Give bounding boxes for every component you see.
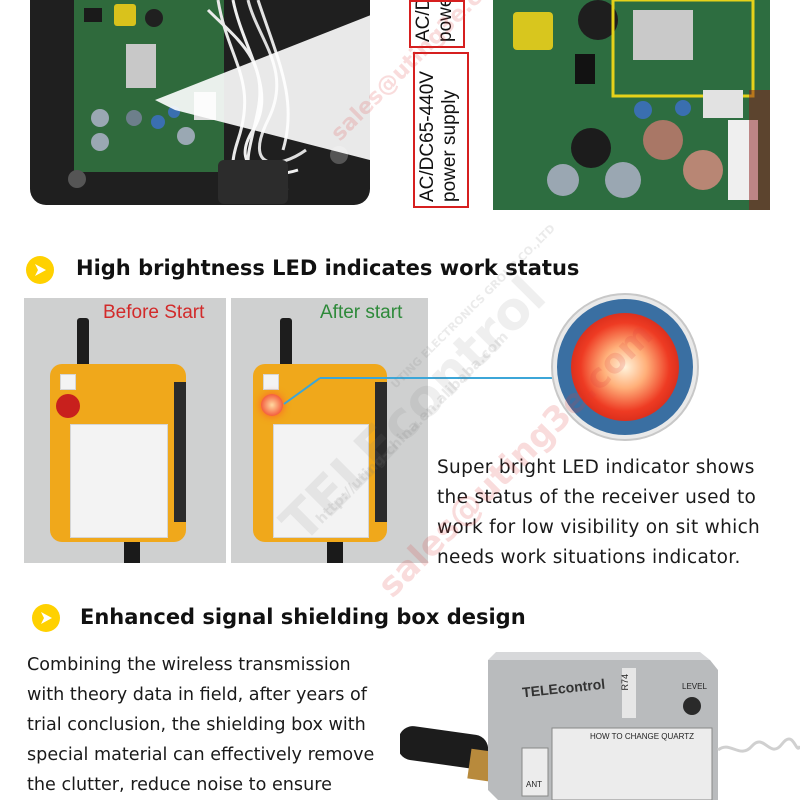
remote-cable (124, 542, 140, 563)
led-description-line: needs work situations indicator. (437, 547, 741, 568)
small-sticker (263, 374, 279, 390)
led-description-line: the status of the receiver used to (437, 487, 757, 508)
led-closeup-photo (553, 295, 697, 439)
power-label-line1: AC/DC65-440V (417, 71, 438, 202)
led-indicator-off (56, 394, 80, 418)
arrow-bullet-icon (26, 256, 54, 284)
led-indicator-on (261, 394, 283, 416)
instruction-sticker (273, 424, 369, 538)
shield-description-line: with theory data in field, after years o… (27, 685, 367, 705)
shield-description-line: Combining the wireless transmission (27, 655, 351, 675)
led-description: Super bright LED indicator shows the sta… (437, 453, 760, 573)
arrow-bullet-icon (32, 604, 60, 632)
antenna (77, 318, 89, 372)
instruction-sticker (70, 424, 168, 538)
led-glow (571, 313, 679, 421)
remote-side (174, 382, 186, 522)
remote-side (375, 382, 387, 522)
cable-gland (218, 160, 288, 204)
screw-icon (68, 170, 86, 188)
shield-description: Combining the wireless transmission with… (27, 650, 374, 800)
before-start-label: Before Start (103, 302, 205, 323)
pcb-zoom-photo (493, 0, 770, 210)
box-ant-text: ANT (526, 780, 542, 789)
after-start-label: After start (320, 302, 403, 323)
box-level-text: LEVEL (682, 682, 707, 691)
shielding-box-photo: TELEcontrol R74 LEVEL HOW TO CHANGE QUAR… (397, 640, 800, 801)
power-supply-label: AC/DC65-440V power supply (413, 52, 469, 208)
shield-description-line: the clutter, reduce noise to ensure (27, 775, 332, 795)
box-part-text: R74 (620, 674, 630, 691)
zoom-callout-beam (155, 0, 409, 170)
led-description-line: Super bright LED indicator shows (437, 457, 755, 478)
after-start-photo: After start (231, 298, 428, 563)
shield-description-line: trial conclusion, the shielding box with (27, 715, 366, 735)
led-description-line: work for low visibility on sit which (437, 517, 761, 538)
shield-description-line: special material can effectively remove (27, 745, 375, 765)
led-section-title: High brightness LED indicates work statu… (76, 256, 580, 280)
antenna (280, 318, 292, 372)
power-label-top: AC/DC power (409, 0, 465, 48)
label-panel (409, 0, 469, 205)
power-label-line2: power supply (439, 90, 460, 202)
before-start-photo: Before Start (24, 298, 226, 563)
box-instructions-text: HOW TO CHANGE QUARTZ (590, 732, 695, 741)
shield-section-title: Enhanced signal shielding box design (80, 605, 526, 629)
power-label-top-text: AC/DC power (413, 0, 456, 42)
led-callout-line (283, 377, 556, 405)
small-sticker (60, 374, 76, 390)
remote-cable (327, 542, 343, 563)
